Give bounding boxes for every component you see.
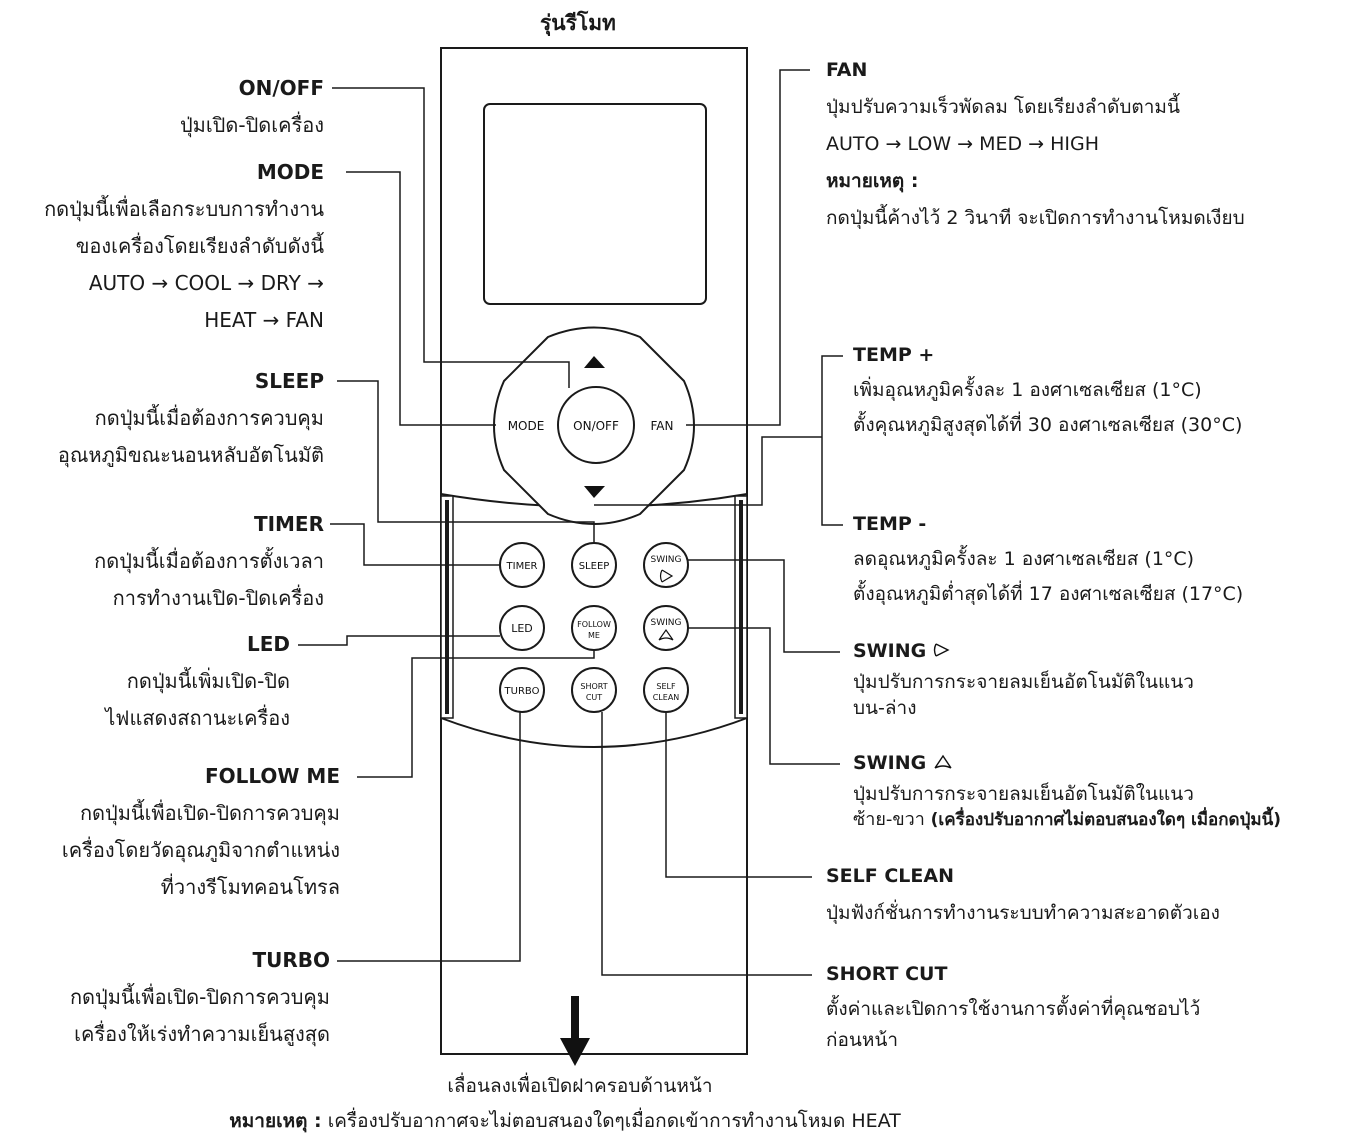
- swing-h-button-label: SWING: [651, 618, 682, 628]
- footer-note-text: เครื่องปรับอากาศจะไม่ตอบสนองใดๆเมื่อกดเข…: [321, 1110, 901, 1132]
- swing-vertical-title-icon: [933, 643, 950, 657]
- swing-v-button-label: SWING: [651, 555, 682, 565]
- swing-horizontal-title: SWING: [853, 746, 1363, 780]
- short-button-label-1: SHORT: [580, 682, 607, 691]
- mode-desc-4: HEAT → FAN: [204, 308, 324, 332]
- temp-down-annotation: TEMP - ลดอุณหภูมิครั้งละ 1 องศาเซลเซียส …: [853, 507, 1333, 612]
- swing-vertical-title: SWING: [853, 634, 1333, 668]
- sleep-annotation: SLEEP กดปุ่มนี้เมื่อต้องการควบคุม อุณหภู…: [0, 363, 324, 474]
- follow-me-desc-3: ที่วางรีโมทคอนโทรล: [160, 875, 340, 899]
- temp-up-arrow-icon[interactable]: [584, 356, 605, 368]
- fan-title: FAN: [826, 59, 868, 81]
- follow-me-title: FOLLOW ME: [204, 764, 340, 788]
- short-cut-desc-1: ตั้งค่าและเปิดการใช้งานการตั้งค่าที่คุณช…: [826, 998, 1201, 1020]
- mode-pad-label: MODE: [508, 419, 545, 433]
- slide-open-instruction: เลื่อนลงเพื่อเปิดฝาครอบด้านหน้า: [447, 1075, 713, 1097]
- self-clean-annotation: SELF CLEAN ปุ่มฟังก์ชั่นการทำงานระบบทำคว…: [826, 858, 1346, 932]
- follow-me-desc-1: กดปุ่มนี้เพื่อเปิด-ปิดการควบคุม: [79, 801, 340, 825]
- turbo-title: TURBO: [252, 948, 330, 972]
- self-clean-desc: ปุ่มฟังก์ชั่นการทำงานระบบทำความสะอาดตัวเ…: [826, 902, 1220, 924]
- turbo-desc-2: เครื่องให้เร่งทำความเย็นสูงสุด: [74, 1022, 330, 1046]
- mode-title: MODE: [256, 160, 324, 184]
- short-button-label-2: CUT: [586, 693, 602, 702]
- sleep-title: SLEEP: [254, 369, 324, 393]
- mode-desc-1: กดปุ่มนี้เพื่อเลือกระบบการทำงาน: [44, 197, 324, 221]
- sleep-desc-1: กดปุ่มนี้เมื่อต้องการควบคุม: [94, 406, 324, 430]
- swing-vertical-annotation: SWING ปุ่มปรับการกระจายลมเย็นอัตโนมัติใน…: [853, 634, 1333, 720]
- footer-note: หมายเหตุ : เครื่องปรับอากาศจะไม่ตอบสนองใ…: [0, 1103, 1130, 1140]
- led-button[interactable]: [499, 605, 545, 651]
- remote-lcd-screen: [483, 103, 707, 305]
- short-cut-button[interactable]: [571, 667, 617, 713]
- onoff-title: ON/OFF: [238, 76, 324, 100]
- sleep-desc-2: อุณหภูมิขณะนอนหลับอัตโนมัติ: [57, 443, 324, 467]
- timer-title: TIMER: [253, 512, 324, 536]
- follow-me-annotation: FOLLOW ME กดปุ่มนี้เพื่อเปิด-ปิดการควบคุ…: [0, 758, 340, 906]
- swing-vertical-icon: [659, 569, 674, 583]
- onoff-pad-label: ON/OFF: [573, 419, 619, 433]
- self-clean-title: SELF CLEAN: [826, 865, 954, 887]
- timer-desc-1: กดปุ่มนี้เมื่อต้องการตั้งเวลา: [94, 549, 324, 573]
- temp-down-title: TEMP -: [853, 513, 927, 535]
- temp-down-desc-1: ลดอุณหภูมิครั้งละ 1 องศาเซลเซียส (1°C): [853, 548, 1195, 570]
- follow-button-label-2: ME: [588, 631, 600, 640]
- swing-horizontal-icon: [658, 628, 674, 641]
- self-button-label-2: CLEAN: [653, 693, 680, 702]
- swing-horizontal-desc-2: ซ้าย-ขวา (เครื่องปรับอากาศไม่ตอบสนองใดๆ …: [853, 809, 1281, 830]
- fan-desc-1: ปุ่มปรับความเร็วพัดลม โดยเรียงลำดับตามนี…: [826, 96, 1180, 118]
- leader-lines: [298, 69, 843, 976]
- short-cut-annotation: SHORT CUT ตั้งค่าและเปิดการใช้งานการตั้ง…: [826, 957, 1346, 1053]
- swing-vertical-desc-1: ปุ่มปรับการกระจายลมเย็นอัตโนมัติในแนว: [853, 671, 1194, 693]
- short-cut-title: SHORT CUT: [826, 963, 948, 985]
- mode-desc-3: AUTO → COOL → DRY →: [88, 271, 324, 295]
- turbo-desc-1: กดปุ่มนี้เพื่อเปิด-ปิดการควบคุม: [69, 985, 330, 1009]
- led-button-label: LED: [511, 622, 533, 635]
- onoff-annotation: ON/OFF ปุ่มเปิด-ปิดเครื่อง: [0, 70, 324, 144]
- follow-me-desc-2: เครื่องโดยวัดอุณภูมิจากตำแหน่ง: [61, 838, 340, 862]
- turbo-button[interactable]: [499, 667, 545, 713]
- short-cut-desc-2: ก่อนหน้า: [826, 1029, 899, 1051]
- swing-horizontal-button[interactable]: [643, 605, 689, 651]
- follow-button-label-1: FOLLOW: [577, 620, 611, 629]
- led-annotation: LED กดปุ่มนี้เพิ่มเปิด-ปิด ไฟแสดงสถานะเค…: [0, 626, 290, 737]
- led-desc-1: กดปุ่มนี้เพิ่มเปิด-ปิด: [126, 669, 290, 693]
- temp-up-annotation: TEMP + เพิ่มอุณหภูมิครั้งละ 1 องศาเซลเซี…: [853, 338, 1333, 443]
- fan-desc-2: AUTO → LOW → MED → HIGH: [826, 133, 1100, 155]
- slide-down-arrow-icon: [560, 996, 590, 1066]
- timer-button-label: TIMER: [506, 561, 538, 572]
- led-desc-2: ไฟแสดงสถานะเครื่อง: [105, 706, 290, 730]
- turbo-button-label: TURBO: [504, 686, 540, 697]
- temp-up-desc-1: เพิ่มอุณหภูมิครั้งละ 1 องศาเซลเซียส (1°C…: [853, 379, 1202, 401]
- footer-note-title: หมายเหตุ :: [229, 1110, 322, 1132]
- timer-desc-2: การทำงานเปิด-ปิดเครื่อง: [112, 586, 324, 610]
- onoff-desc: ปุ่มเปิด-ปิดเครื่อง: [179, 113, 324, 137]
- remote-model-title: รุ่นรีโมท: [540, 11, 616, 35]
- swing-vertical-desc-2: บน-ล่าง: [853, 697, 917, 719]
- fan-annotation: FAN ปุ่มปรับความเร็วพัดลม โดยเรียงลำดับต…: [826, 52, 1346, 237]
- self-button-label-1: SELF: [656, 682, 676, 691]
- fan-pad-label: FAN: [651, 419, 674, 433]
- swing-horizontal-title-icon: [934, 754, 952, 769]
- swing-horizontal-annotation: SWING ปุ่มปรับการกระจายลมเย็นอัตโนมัติใน…: [853, 746, 1363, 832]
- onoff-button[interactable]: [557, 386, 635, 464]
- fan-note: กดปุ่มนี้ค้างไว้ 2 วินาที จะเปิดการทำงาน…: [826, 207, 1245, 229]
- swing-horizontal-desc-1: ปุ่มปรับการกระจายลมเย็นอัตโนมัติในแนว: [853, 783, 1194, 805]
- sleep-button-label: SLEEP: [579, 561, 610, 572]
- temp-down-desc-2: ตั้งอุณหภูมิต่ำสุดได้ที่ 17 องศาเซลเซียส…: [853, 583, 1244, 605]
- mode-desc-2: ของเครื่องโดยเรียงลำดับดังนี้: [75, 234, 324, 258]
- led-title: LED: [246, 632, 290, 656]
- turbo-annotation: TURBO กดปุ่มนี้เพื่อเปิด-ปิดการควบคุม เค…: [0, 942, 330, 1053]
- mode-annotation: MODE กดปุ่มนี้เพื่อเลือกระบบการทำงาน ของ…: [0, 154, 324, 339]
- temp-up-title: TEMP +: [853, 344, 935, 366]
- fan-note-title: หมายเหตุ :: [826, 170, 919, 192]
- temp-down-arrow-icon[interactable]: [584, 486, 605, 498]
- temp-up-desc-2: ตั้งคุณหภูมิสูงสุดได้ที่ 30 องศาเซลเซียส…: [853, 414, 1243, 436]
- timer-annotation: TIMER กดปุ่มนี้เมื่อต้องการตั้งเวลา การท…: [0, 506, 324, 617]
- swing-vertical-button[interactable]: [643, 542, 689, 588]
